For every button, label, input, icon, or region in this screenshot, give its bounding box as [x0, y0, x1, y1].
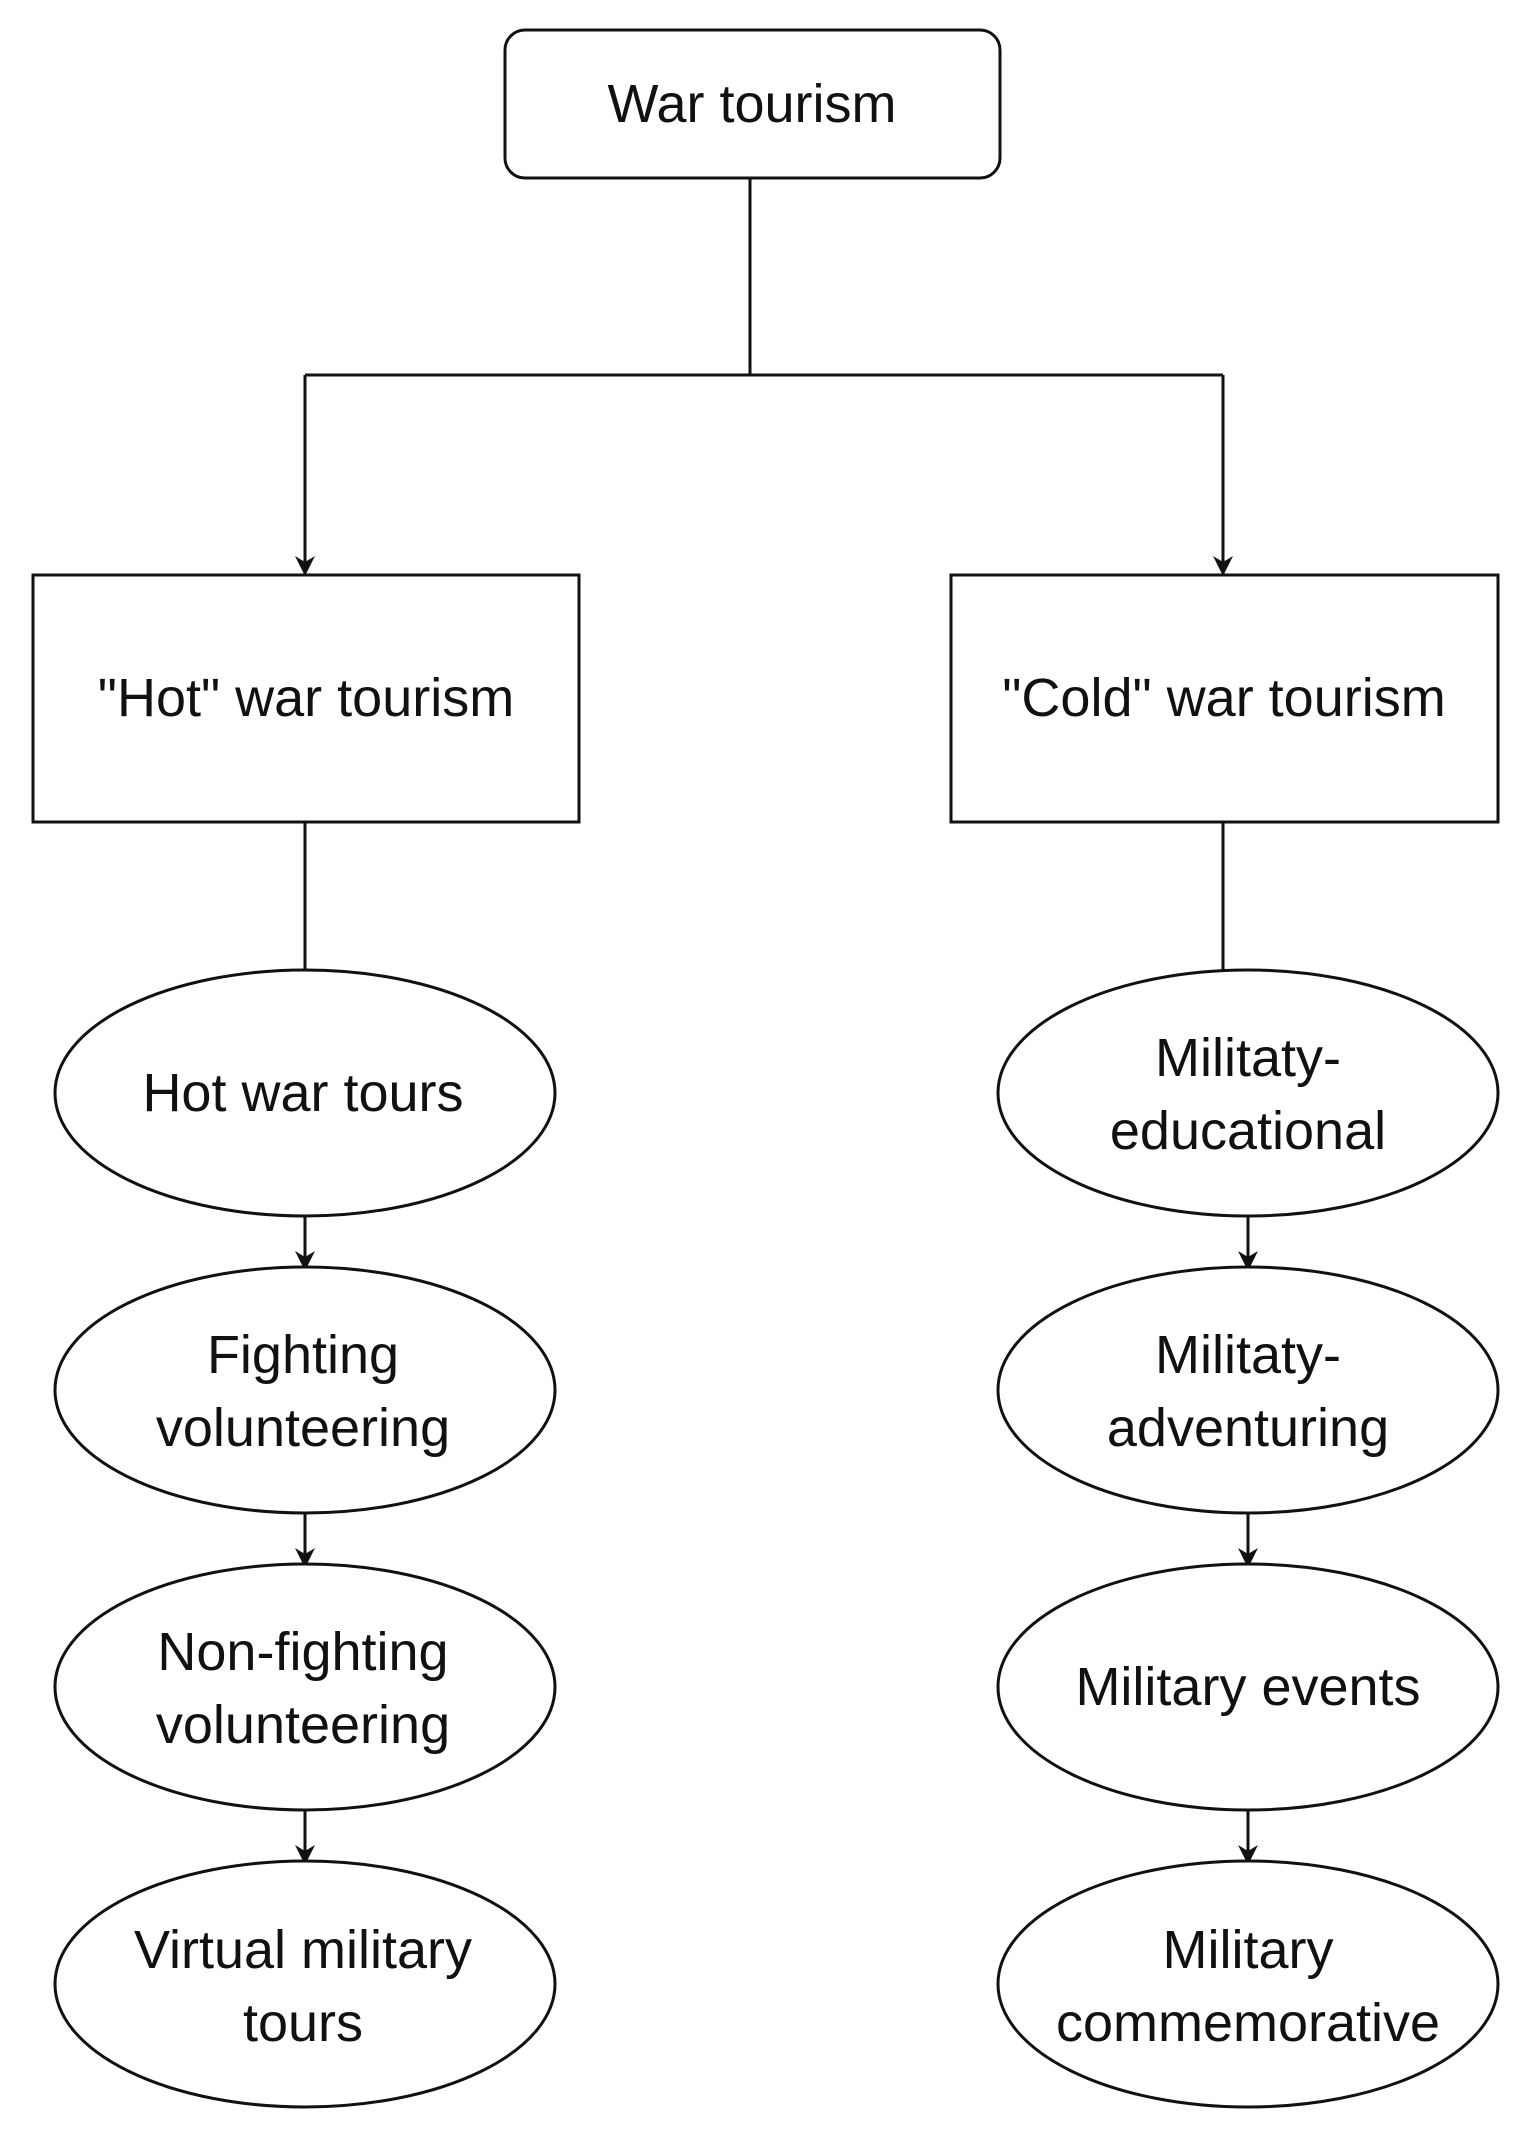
hot-item-1-label: Hot war tours [142, 1063, 463, 1123]
cold-item-1-label-line1: Militaty- [1155, 1028, 1341, 1088]
hot-branch-label: "Hot" war tourism [98, 668, 514, 728]
hot-branch-node: "Hot" war tourism [31, 573, 581, 824]
cold-item-2-label-line2: adventuring [1107, 1398, 1389, 1458]
root-connectors [295, 178, 1233, 576]
cold-item-1: Militaty- educational [996, 968, 1500, 1218]
cold-item-2-label-line1: Militaty- [1155, 1325, 1341, 1385]
cold-item-3-label: Military events [1075, 1657, 1420, 1717]
hot-item-3-label-line1: Non-fighting [157, 1622, 448, 1682]
cold-item-4-label-line2: commemorative [1056, 1993, 1440, 2053]
root-node: War tourism [503, 28, 1002, 180]
branch-connectors [303, 822, 1225, 970]
cold-item-4: Military commemorative [996, 1859, 1500, 2109]
cold-branch-node: "Cold" war tourism [949, 573, 1500, 824]
hot-item-2-label-line2: volunteering [156, 1398, 450, 1458]
cold-item-1-label-line2: educational [1110, 1101, 1386, 1161]
cold-item-2: Militaty- adventuring [996, 1265, 1500, 1515]
hot-item-3: Non-fighting volunteering [53, 1562, 557, 1812]
cold-branch-label: "Cold" war tourism [1002, 668, 1445, 728]
hot-item-2-label-line1: Fighting [207, 1325, 399, 1385]
cold-item-3: Military events [996, 1562, 1500, 1812]
hot-item-2: Fighting volunteering [53, 1265, 557, 1515]
root-label: War tourism [607, 74, 896, 134]
hot-item-3-label-line2: volunteering [156, 1695, 450, 1755]
hot-item-4-label-line2: tours [243, 1993, 363, 2053]
hot-item-1: Hot war tours [53, 968, 557, 1218]
hot-item-4-label-line1: Virtual military [134, 1920, 472, 1980]
hot-item-4: Virtual military tours [53, 1859, 557, 2109]
cold-item-4-label-line1: Military [1163, 1920, 1334, 1980]
